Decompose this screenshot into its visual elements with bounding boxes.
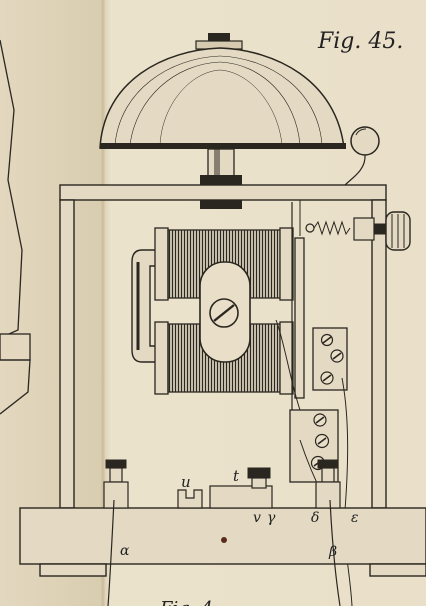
terminal-block-upper [312,327,348,391]
label-beta: β [328,544,337,560]
label-u: u [181,473,191,491]
key-contact-t [209,467,273,509]
label-delta: δ [311,510,319,526]
bell-dome [99,33,346,149]
label-gamma: γ [267,510,276,526]
figure-title: Fig. 45. [317,29,403,54]
label-alpha: α [120,543,130,559]
hammer-ball [344,126,380,186]
label-epsilon: ε [351,510,359,526]
wooden-frame [59,184,387,509]
contact-u [177,489,203,509]
binding-post-right [315,459,341,606]
caption-fragment: Fig. 4. [159,598,218,606]
binding-post-left [103,459,129,606]
adjacent-figure-fragment [0,39,31,415]
label-v: v [253,510,261,526]
base [19,507,426,577]
bell-stem [200,148,242,209]
label-t: t [233,467,240,485]
